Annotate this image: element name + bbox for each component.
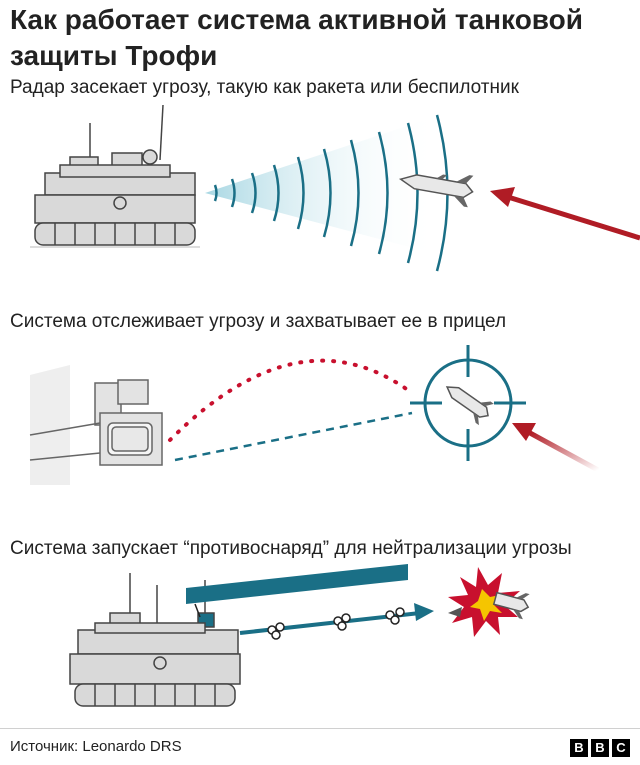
bbc-logo: B B C xyxy=(570,739,630,757)
tank-icon xyxy=(34,104,196,246)
step-3-caption: Система запускает “противоснаряд” для не… xyxy=(10,538,572,559)
tank-icon xyxy=(69,573,241,707)
missile-icon xyxy=(445,386,494,426)
tracking-illustration xyxy=(29,345,600,485)
threat-arrow-icon xyxy=(490,187,640,241)
footer: Источник: Leonardo DRS B B C xyxy=(0,728,640,765)
crosshair-icon xyxy=(410,345,526,461)
step-2-caption: Система отслеживает угрозу и захватывает… xyxy=(10,311,507,332)
logo-letter: B xyxy=(591,739,609,757)
logo-letter: B xyxy=(570,739,588,757)
explosion-icon xyxy=(448,567,530,637)
step-1-caption: Радар засекает угрозу, такую как ракета … xyxy=(10,77,519,98)
tracking-beam xyxy=(174,411,413,462)
tracking-arc xyxy=(168,358,414,442)
radar-detection-illustration xyxy=(30,104,640,272)
missile-icon xyxy=(398,174,474,208)
logo-letter: C xyxy=(612,739,630,757)
countermeasure-launch-illustration xyxy=(69,564,530,707)
tank-turret-closeup-icon xyxy=(29,365,163,485)
threat-arrow-icon xyxy=(512,423,600,473)
source-note: Источник: Leonardo DRS xyxy=(10,738,182,755)
launcher-closeup-icon xyxy=(186,564,408,618)
radar-waves-icon xyxy=(205,114,449,272)
countermeasure-projectile-icon xyxy=(239,603,434,640)
page-title: Как работает система активной танковой з… xyxy=(10,4,583,71)
